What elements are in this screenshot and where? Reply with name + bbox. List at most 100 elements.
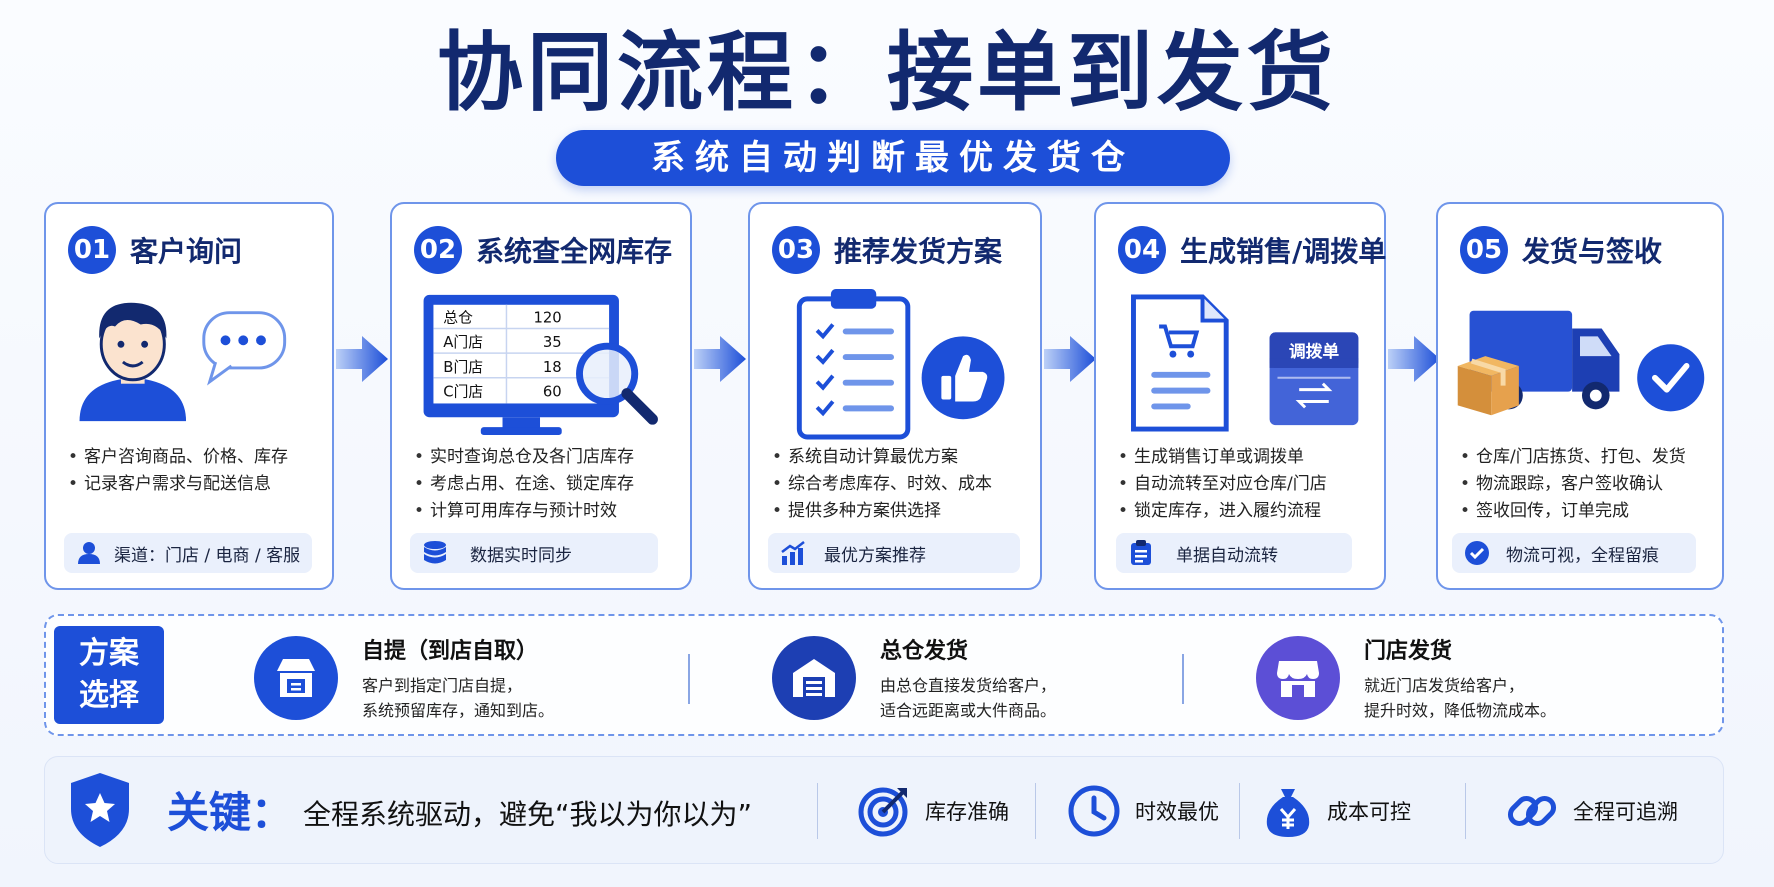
option-desc: 就近门店发货给客户， — [1364, 676, 1525, 695]
step-title: 推荐发货方案 — [834, 235, 1003, 268]
bullet: 仓库/门店拣货、打包、发货 — [1460, 444, 1716, 471]
truck-box-icon — [1457, 310, 1705, 416]
option-title: 自提（到店自取） — [362, 639, 539, 664]
shop-icon — [1256, 636, 1340, 720]
database-icon — [424, 541, 446, 564]
step-bullets: 客户咨询商品、价格、库存 记录客户需求与配送信息 — [68, 444, 326, 498]
clock-icon — [1068, 785, 1120, 837]
key-label: 关键： — [167, 788, 294, 837]
plan-option-central: 总仓发货 由总仓直接发货给客户， 适合远距离或大件商品。 — [772, 630, 1056, 726]
bullet: 提供多种方案供选择 — [772, 498, 1034, 525]
step-title: 发货与签收 — [1522, 235, 1663, 268]
option-desc: 提升时效，降低物流成本。 — [1364, 701, 1557, 720]
plan-label-line: 方案 — [79, 636, 139, 671]
step-card-2: 02 系统查全网库存 总仓 A门店 B门店 C门店 120 35 18 60 实… — [390, 202, 692, 590]
step-title: 系统查全网库存 — [476, 235, 673, 268]
money-bag-icon — [1266, 789, 1310, 837]
step-number: 03 — [772, 226, 820, 274]
arrow-right-icon — [1388, 336, 1440, 382]
step-number: 05 — [1460, 226, 1508, 274]
bullet: 锁定库存，进入履约流程 — [1118, 498, 1378, 525]
bullet: 签收回传，订单完成 — [1460, 498, 1716, 525]
key-point: 成本可控 — [1263, 783, 1411, 839]
key-point-label: 时效最优 — [1135, 800, 1219, 824]
step-number: 01 — [68, 226, 116, 274]
arrow-right-icon — [336, 336, 388, 382]
step-number: 04 — [1118, 226, 1166, 274]
key-text: 全程系统驱动，避免“我以为你以为” — [303, 798, 753, 831]
check-circle-icon — [1465, 541, 1489, 565]
link-icon — [1507, 795, 1557, 827]
step-tag: 数据实时同步 — [410, 533, 658, 573]
option-desc: 系统预留库存，通知到店。 — [362, 701, 555, 720]
inventory-name: C门店 — [443, 384, 483, 401]
divider — [1182, 654, 1184, 704]
tag-label: 物流可视，全程留痕 — [1506, 545, 1659, 566]
target-icon — [858, 787, 908, 837]
bullet: 考虑占用、在途、锁定库存 — [414, 471, 684, 498]
step-tag: 物流可视，全程留痕 — [1452, 533, 1696, 573]
plan-option-store: 门店发货 就近门店发货给客户， 提升时效，降低物流成本。 — [1256, 630, 1556, 726]
key-point-label: 成本可控 — [1327, 800, 1411, 824]
plan-option-pickup: 自提（到店自取） 客户到指定门店自提， 系统预留库存，通知到店。 — [254, 630, 554, 726]
chart-trend-icon — [781, 541, 805, 565]
bullet: 记录客户需求与配送信息 — [68, 471, 326, 498]
step-card-4: 04 生成销售/调拨单 调拨单 生成销售订单或调拨单 自动流转至对应仓库/门店 … — [1094, 202, 1386, 590]
warehouse-icon — [772, 636, 856, 720]
inventory-name: A门店 — [443, 334, 483, 351]
step-number: 02 — [414, 226, 462, 274]
step-bullets: 仓库/门店拣货、打包、发货 物流跟踪，客户签收确认 签收回传，订单完成 — [1460, 444, 1716, 525]
step-title: 客户询问 — [130, 235, 243, 268]
bullet: 系统自动计算最优方案 — [772, 444, 1034, 471]
plan-label: 方案 选择 — [54, 626, 164, 724]
bullet: 自动流转至对应仓库/门店 — [1118, 471, 1378, 498]
option-desc: 由总仓直接发货给客户， — [880, 676, 1057, 695]
step-card-5: 05 发货与签收 仓库/门店拣货、打包、发货 物流跟踪，客户签收确认 签收回传，… — [1436, 202, 1724, 590]
key-point-label: 库存准确 — [925, 800, 1009, 824]
inventory-qty: 18 — [543, 359, 562, 376]
clipboard-icon — [1131, 540, 1151, 565]
step-tag: 最优方案推荐 — [768, 533, 1020, 573]
step-tag: 渠道：门店 / 电商 / 客服 — [64, 533, 312, 573]
step-bullets: 生成销售订单或调拨单 自动流转至对应仓库/门店 锁定库存，进入履约流程 — [1118, 444, 1378, 525]
divider — [1035, 783, 1036, 839]
step-bullets: 实时查询总仓及各门店库存 考虑占用、在途、锁定库存 计算可用库存与预计时效 — [414, 444, 684, 525]
step-title: 生成销售/调拨单 — [1180, 235, 1387, 268]
transfer-doc-label: 调拨单 — [1289, 341, 1340, 361]
option-desc: 客户到指定门店自提， — [362, 676, 523, 695]
tag-label: 数据实时同步 — [470, 545, 572, 566]
option-title: 门店发货 — [1364, 639, 1453, 664]
bullet: 计算可用库存与预计时效 — [414, 498, 684, 525]
store-box-icon — [254, 636, 338, 720]
shield-star-icon — [71, 773, 129, 847]
bullet: 实时查询总仓及各门店库存 — [414, 444, 684, 471]
step-tag: 单据自动流转 — [1116, 533, 1352, 573]
divider — [1239, 783, 1240, 839]
customer-chat-icon — [79, 302, 287, 422]
key-point: 时效最优 — [1067, 783, 1219, 839]
key-point-label: 全程可追溯 — [1573, 800, 1678, 824]
inventory-qty: 35 — [543, 334, 562, 351]
step-bullets: 系统自动计算最优方案 综合考虑库存、时效、成本 提供多种方案供选择 — [772, 444, 1034, 525]
step-card-1: 01 客户询问 客户咨询商品、价格、库存 记录客户需求与配送信息 渠道：门店 /… — [44, 202, 334, 590]
inventory-qty: 120 — [533, 310, 561, 327]
tag-label: 单据自动流转 — [1176, 545, 1278, 566]
divider — [688, 654, 690, 704]
clipboard-thumbs-up-icon — [796, 289, 1005, 440]
arrow-right-icon — [1044, 336, 1096, 382]
document-cart-icon: 调拨单 — [1131, 294, 1359, 432]
subtitle-banner: 系统自动判断最优发货仓 — [556, 130, 1230, 186]
monitor-inventory-icon: 总仓 A门店 B门店 C门店 120 35 18 60 — [423, 294, 658, 436]
arrow-right-icon — [694, 336, 746, 382]
step-card-3: 03 推荐发货方案 系统自动计算最优方案 综合考虑库存、时效、成本 提供多种方案… — [748, 202, 1042, 590]
tag-label: 渠道：门店 / 电商 / 客服 — [114, 545, 301, 566]
tag-label: 最优方案推荐 — [824, 545, 926, 566]
option-desc: 适合远距离或大件商品。 — [880, 701, 1057, 720]
option-title: 总仓发货 — [880, 639, 969, 664]
bullet: 客户咨询商品、价格、库存 — [68, 444, 326, 471]
bullet: 生成销售订单或调拨单 — [1118, 444, 1378, 471]
bullet: 综合考虑库存、时效、成本 — [772, 471, 1034, 498]
user-icon — [78, 542, 100, 564]
plan-label-line: 选择 — [79, 678, 139, 713]
divider — [817, 783, 818, 839]
